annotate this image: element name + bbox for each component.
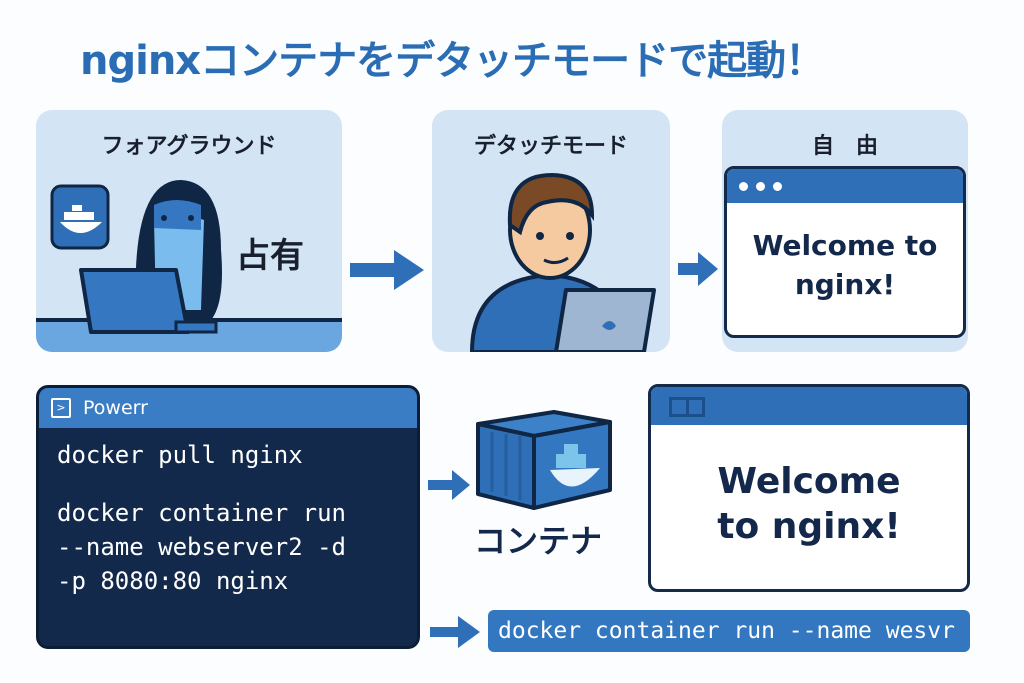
browser-window-large: Welcome to nginx!	[648, 384, 970, 592]
welcome-line-2: to nginx!	[717, 506, 901, 547]
window-dot-icon	[773, 181, 782, 191]
arrow-right-icon	[430, 616, 480, 648]
arrow-right-icon	[678, 252, 718, 286]
laptop-icon	[79, 268, 218, 334]
terminal-prompt-icon: >	[51, 398, 71, 418]
terminal-line	[39, 472, 417, 496]
arrow-right-icon	[350, 250, 424, 290]
browser-titlebar	[651, 387, 967, 425]
welcome-line-1: Welcome	[717, 461, 901, 502]
free-label: 自 由	[811, 134, 878, 159]
window-dot-icon	[739, 181, 748, 191]
foreground-label: フォアグラウンド	[101, 134, 277, 159]
person-with-laptop-icon	[469, 172, 656, 352]
arrow-right-icon	[428, 470, 470, 500]
container-label: コンテナ	[474, 522, 603, 560]
terminal-window: > Powerr docker pull nginx docker contai…	[36, 385, 420, 649]
browser-window: Welcome to nginx!	[724, 166, 966, 338]
detach-panel: デタッチモード	[432, 110, 670, 352]
page-title: nginxコンテナをデタッチモードで起動！	[80, 38, 825, 84]
detach-label: デタッチモード	[473, 134, 628, 159]
welcome-line-1: Welcome to	[752, 229, 938, 262]
foreground-illustration	[36, 180, 342, 352]
tab-divider	[686, 397, 689, 417]
terminal-line: docker pull nginx	[57, 441, 303, 469]
terminal-line: docker container run	[57, 499, 346, 527]
terminal-title: Powerr	[83, 397, 148, 419]
browser-titlebar	[727, 169, 963, 203]
foreground-caption: 占有	[236, 236, 304, 276]
free-panel: 自 由 Welcome to nginx!	[722, 110, 968, 352]
window-dot-icon	[756, 181, 765, 191]
command-bar: docker container run --name wesvr	[488, 610, 970, 652]
welcome-line-2: nginx!	[794, 268, 896, 301]
terminal-titlebar: > Powerr	[39, 388, 417, 428]
terminal-line: --name webserver2 -d	[57, 533, 346, 561]
terminal-line: -p 8080:80 nginx	[57, 567, 289, 595]
docker-logo-icon	[50, 184, 110, 250]
foreground-panel: フォアグラウンド 占有	[36, 110, 342, 352]
docker-container-icon	[476, 410, 612, 510]
